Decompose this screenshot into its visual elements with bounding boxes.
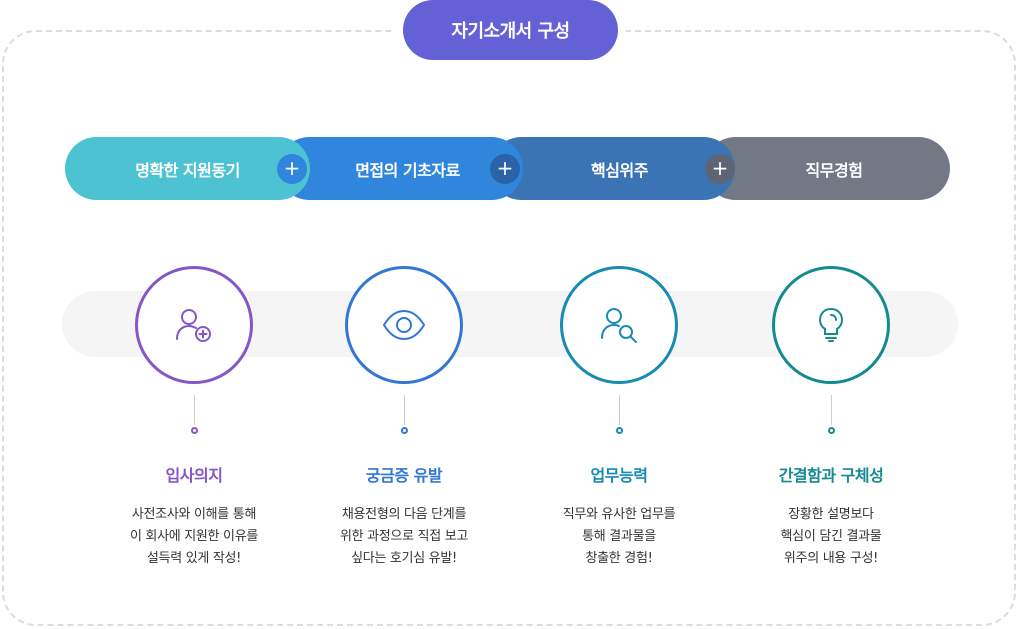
step-pill-motivation: 명확한 지원동기 [65,137,310,200]
description-line: 싶다는 호기심 유발! [351,551,457,566]
connector-dot [401,427,408,434]
circle-conciseness [772,266,890,384]
eye-icon [382,309,426,341]
user-search-icon [601,308,637,343]
connector-line [831,395,832,425]
description-line: 통해 결과물을 [582,529,656,544]
connector-line [404,395,405,425]
plus-icon: + [277,154,307,184]
circle-curiosity [345,266,463,384]
description-line: 채용전형의 다음 단계를 [341,507,467,522]
step-pill-interview: 면접의 기초자료 [278,137,523,200]
step-label: 명확한 지원동기 [135,160,240,180]
description-line: 위한 과정으로 직접 보고 [339,529,469,544]
diagram-title: 자기소개서 구성 [403,0,618,60]
step-pill-core: 핵심위주 [490,137,735,200]
description-line: 창출한 경험! [585,551,653,566]
user-plus-icon [176,309,211,342]
step-label: 핵심위주 [591,160,648,180]
description-line: 직무와 유사한 업무를 [562,507,676,522]
circle-ability [560,266,678,384]
column-description: 사전조사와 이해를 통해 이 회사에 지원한 이유를 설득력 있게 작성! [94,504,294,570]
column-title: 궁금증 유발 [365,466,443,485]
column-description: 채용전형의 다음 단계를 위한 과정으로 직접 보고 싶다는 호기심 유발! [304,504,504,570]
description-line: 사전조사와 이해를 통해 [131,507,257,522]
column-title: 간결함과 구체성 [778,466,884,485]
column-title: 입사의지 [165,466,223,485]
description-line: 장황한 설명보다 [788,507,874,522]
circle-motivation [135,266,253,384]
description-line: 이 회사에 지원한 이유를 [129,529,259,544]
plus-icon: + [490,154,520,184]
connector-line [619,395,620,425]
connector-line [194,395,195,425]
description-line: 핵심이 담긴 결과물 [780,529,882,544]
description-line: 위주의 내용 구성! [783,551,879,566]
description-line: 설득력 있게 작성! [146,551,242,566]
step-label: 직무경험 [805,160,863,180]
column-description: 직무와 유사한 업무를 통해 결과물을 창출한 경험! [519,504,719,570]
connector-dot [616,427,623,434]
column-title: 업무능력 [590,466,648,485]
lightbulb-icon [818,307,844,342]
column-description: 장황한 설명보다 핵심이 담긴 결과물 위주의 내용 구성! [731,504,931,570]
connector-dot [191,427,198,434]
connector-dot [828,427,835,434]
step-pill-experience: 직무경험 [704,137,950,200]
step-label: 면접의 기초자료 [355,160,460,180]
plus-icon: + [705,154,735,184]
